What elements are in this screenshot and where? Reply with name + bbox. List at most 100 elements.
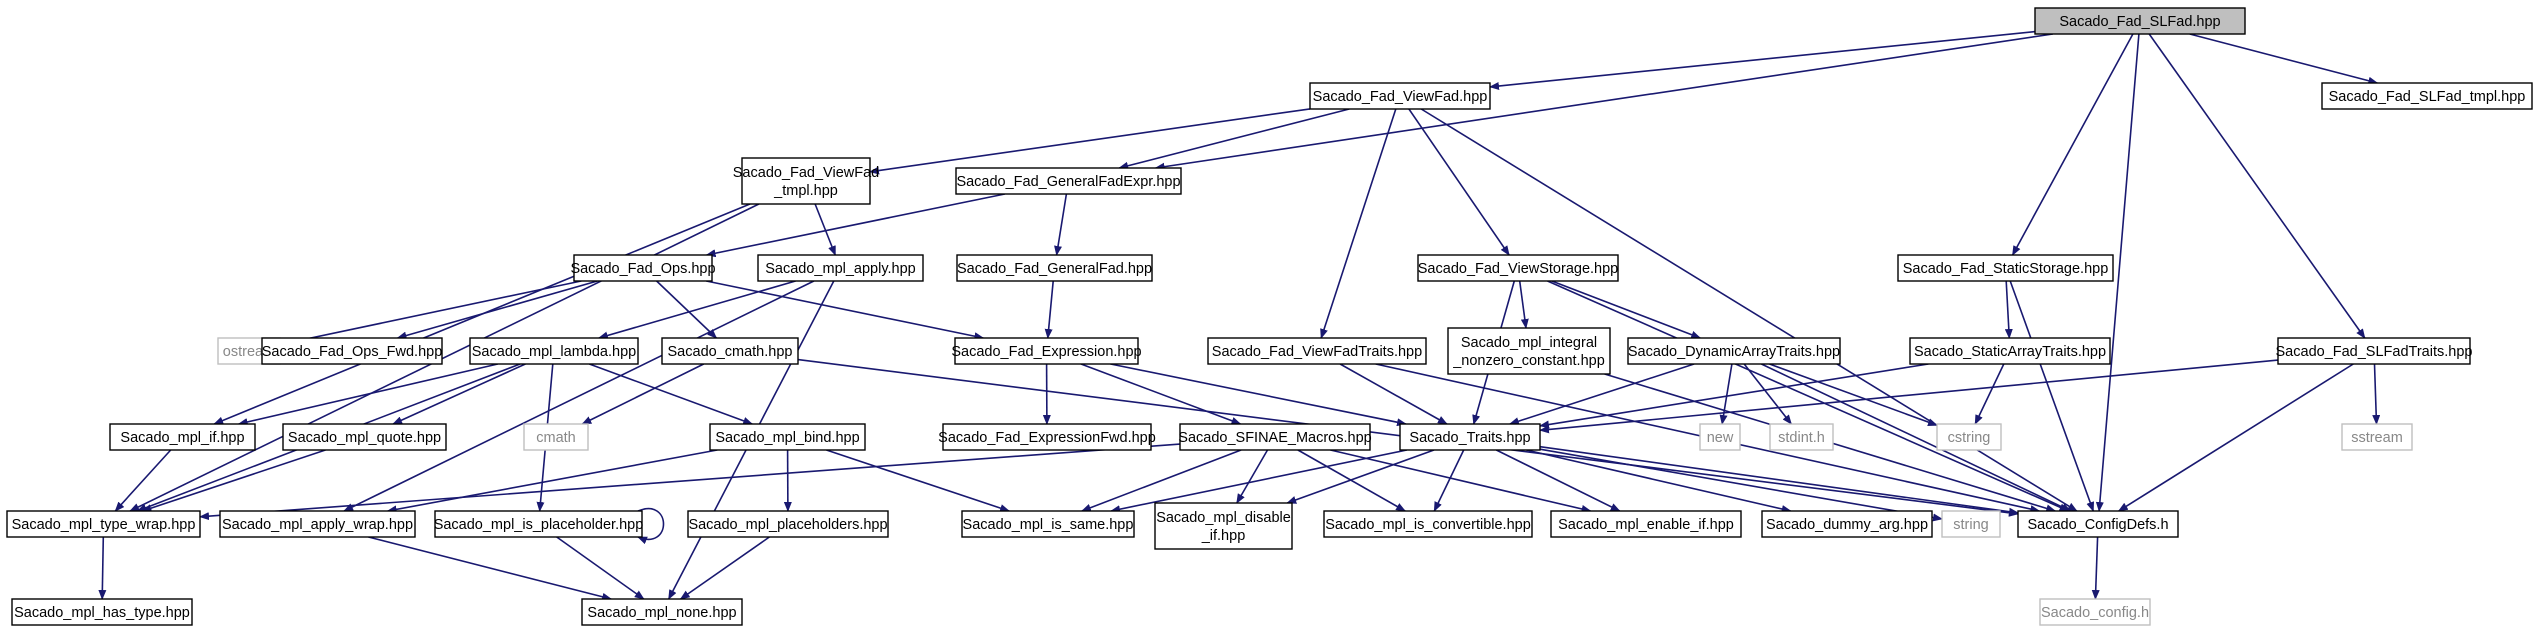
edge-slfadtraits-to-configdefs: [2117, 363, 2354, 512]
edge-sfinae-to-mpl-type-wrap: [199, 443, 1181, 521]
node-staticstorage[interactable]: Sacado_Fad_StaticStorage.hpp: [1897, 254, 2114, 282]
edge-traits-to-mpl-is-same: [1110, 449, 1408, 514]
node-mpl-bind[interactable]: Sacado_mpl_bind.hpp: [709, 423, 866, 451]
node-box: [1550, 510, 1742, 538]
node-box: [6, 510, 201, 538]
node-label: Sacado_Fad_ViewFadTraits.hpp: [1212, 344, 1422, 360]
node-box: [2039, 598, 2151, 626]
edge-viewstorage-to-configdefs: [1547, 280, 2070, 512]
edge-mpl-if-to-mpl-type-wrap: [114, 449, 172, 512]
node-label: Sacado_Fad_ViewFad: [733, 165, 879, 181]
node-label: _tmpl.hpp: [773, 183, 838, 199]
node-slfad-tmpl[interactable]: Sacado_Fad_SLFad_tmpl.hpp: [2321, 82, 2533, 110]
node-box: [1769, 423, 1834, 451]
node-label: Sacado_config.h: [2041, 605, 2149, 621]
node-box: [1936, 423, 2002, 451]
node-viewfad[interactable]: Sacado_Fad_ViewFad.hpp: [1309, 82, 1491, 110]
node-label: string: [1953, 517, 1988, 533]
node-box: [1699, 423, 1741, 451]
edge-configdefs-to-sacado-config: [2091, 536, 2100, 600]
node-mpl-lambda[interactable]: Sacado_mpl_lambda.hpp: [469, 337, 639, 365]
node-mpl-is-convertible[interactable]: Sacado_mpl_is_convertible.hpp: [1323, 510, 1533, 538]
edge-mpl-quote-to-mpl-type-wrap: [141, 449, 326, 512]
node-mpl-placeholders[interactable]: Sacado_mpl_placeholders.hpp: [687, 510, 889, 538]
node-string[interactable]: string: [1941, 510, 2001, 538]
node-box: [282, 423, 447, 451]
node-mpl-none[interactable]: Sacado_mpl_none.hpp: [581, 598, 743, 626]
node-mpl-quote[interactable]: Sacado_mpl_quote.hpp: [282, 423, 447, 451]
node-label: stdint.h: [1778, 430, 1825, 446]
node-cstring[interactable]: cstring: [1936, 423, 2002, 451]
node-label: _nonzero_constant.hpp: [1452, 353, 1605, 369]
node-generalfad[interactable]: Sacado_Fad_GeneralFad.hpp: [956, 254, 1153, 282]
edge-dynarraytraits-to-traits: [1508, 363, 1695, 426]
node-slfadtraits[interactable]: Sacado_Fad_SLFadTraits.hpp: [2276, 337, 2473, 365]
edge-slfad-to-slfad-tmpl: [2189, 33, 2379, 85]
edge-viewfadtraits-to-traits: [1339, 363, 1448, 425]
node-label: Sacado_Fad_GeneralFad.hpp: [957, 261, 1152, 277]
node-mpl-apply[interactable]: Sacado_mpl_apply.hpp: [757, 254, 924, 282]
edge-viewstorage-to-mpl-integral: [1518, 280, 1529, 329]
edge-generalfad-to-fad-expression: [1044, 280, 1054, 339]
node-mpl-has-type[interactable]: Sacado_mpl_has_type.hpp: [11, 598, 193, 626]
node-generalfadexpr[interactable]: Sacado_Fad_GeneralFadExpr.hpp: [955, 167, 1182, 195]
node-sstream[interactable]: sstream: [2341, 423, 2413, 451]
node-box: [469, 337, 639, 365]
node-label: Sacado_mpl_lambda.hpp: [472, 344, 636, 360]
node-box: [2341, 423, 2413, 451]
node-cmath[interactable]: cmath: [523, 423, 589, 451]
edge-viewfad-to-viewfad-tmpl: [869, 108, 1311, 175]
node-mpl-type-wrap[interactable]: Sacado_mpl_type_wrap.hpp: [6, 510, 201, 538]
node-mpl-is-same[interactable]: Sacado_mpl_is_same.hpp: [961, 510, 1135, 538]
node-stdint[interactable]: stdint.h: [1769, 423, 1834, 451]
node-fad-ops[interactable]: Sacado_Fad_Ops.hpp: [570, 254, 716, 282]
edge-viewstorage-to-dynarraytraits: [1551, 280, 1702, 339]
node-label: _if.hpp: [1201, 528, 1246, 544]
node-fad-exprfwd[interactable]: Sacado_Fad_ExpressionFwd.hpp: [938, 423, 1156, 451]
edge-slfad-to-generalfadexpr: [1154, 33, 2054, 171]
node-box: [1207, 337, 1427, 365]
node-viewfadtraits[interactable]: Sacado_Fad_ViewFadTraits.hpp: [1207, 337, 1427, 365]
node-label: Sacado_mpl_integral: [1461, 335, 1597, 351]
node-label: new: [1707, 430, 1734, 446]
node-label: Sacado_Fad_ViewFad.hpp: [1313, 89, 1488, 105]
node-fad-expression[interactable]: Sacado_Fad_Expression.hpp: [951, 337, 1142, 365]
node-viewstorage[interactable]: Sacado_Fad_ViewStorage.hpp: [1417, 254, 1619, 282]
node-mpl-disable-if[interactable]: Sacado_mpl_disable_if.hpp: [1154, 502, 1293, 550]
edge-slfadtraits-to-traits: [1539, 359, 2279, 434]
node-mpl-apply-wrap[interactable]: Sacado_mpl_apply_wrap.hpp: [219, 510, 416, 538]
node-box: [523, 423, 589, 451]
node-label: Sacado_Fad_StaticStorage.hpp: [1903, 261, 2109, 277]
edge-staticstorage-to-configdefs: [2009, 280, 2095, 512]
node-slfad[interactable]: Sacado_Fad_SLFad.hpp: [2034, 7, 2246, 35]
header-nodes: Sacado_Fad_SLFad.hppSacado_Fad_ViewFad.h…: [6, 7, 2533, 626]
node-mpl-enable-if[interactable]: Sacado_mpl_enable_if.hpp: [1550, 510, 1742, 538]
edge-fad-expression-to-sfinae: [1080, 363, 1242, 425]
node-configdefs[interactable]: Sacado_ConfigDefs.h: [2017, 510, 2179, 538]
edge-traits-to-dummy-arg: [1526, 449, 1792, 513]
edge-sfinae-to-mpl-disable-if: [1236, 449, 1269, 504]
node-mpl-if[interactable]: Sacado_mpl_if.hpp: [109, 423, 256, 451]
node-mpl-integral[interactable]: Sacado_mpl_integral _nonzero_constant.hpp: [1447, 327, 1611, 375]
node-sfinae[interactable]: Sacado_SFINAE_Macros.hpp: [1178, 423, 1372, 451]
node-box: [661, 337, 799, 365]
node-viewfad-tmpl[interactable]: Sacado_Fad_ViewFad _tmpl.hpp: [733, 157, 879, 205]
node-sacado-config[interactable]: Sacado_config.h: [2039, 598, 2151, 626]
edge-mpl-bind-to-mpl-is-same: [826, 449, 1011, 512]
node-label: Sacado_mpl_is_convertible.hpp: [1325, 517, 1531, 533]
edge-fad-ops-to-ostream: [279, 280, 582, 347]
edge-mpl-placeholders-to-mpl-none: [679, 536, 770, 600]
node-dummy-arg[interactable]: Sacado_dummy_arg.hpp: [1761, 510, 1933, 538]
node-box: [2017, 510, 2179, 538]
node-staticarraytraits[interactable]: Sacado_StaticArrayTraits.hpp: [1909, 337, 2111, 365]
node-label: Sacado_mpl_is_placeholder.hpp: [434, 517, 644, 533]
node-cmath-hpp[interactable]: Sacado_cmath.hpp: [661, 337, 799, 365]
node-fad-ops-fwd[interactable]: Sacado_Fad_Ops_Fwd.hpp: [261, 337, 443, 365]
node-label: Sacado_Fad_SLFad_tmpl.hpp: [2329, 89, 2526, 105]
node-label: Sacado_mpl_apply_wrap.hpp: [222, 517, 413, 533]
node-dynarraytraits[interactable]: Sacado_DynamicArrayTraits.hpp: [1627, 337, 1841, 365]
node-traits[interactable]: Sacado_Traits.hpp: [1399, 423, 1541, 451]
node-mpl-is-placeholder[interactable]: Sacado_mpl_is_placeholder.hpp: [434, 510, 644, 538]
node-new[interactable]: new: [1699, 423, 1741, 451]
